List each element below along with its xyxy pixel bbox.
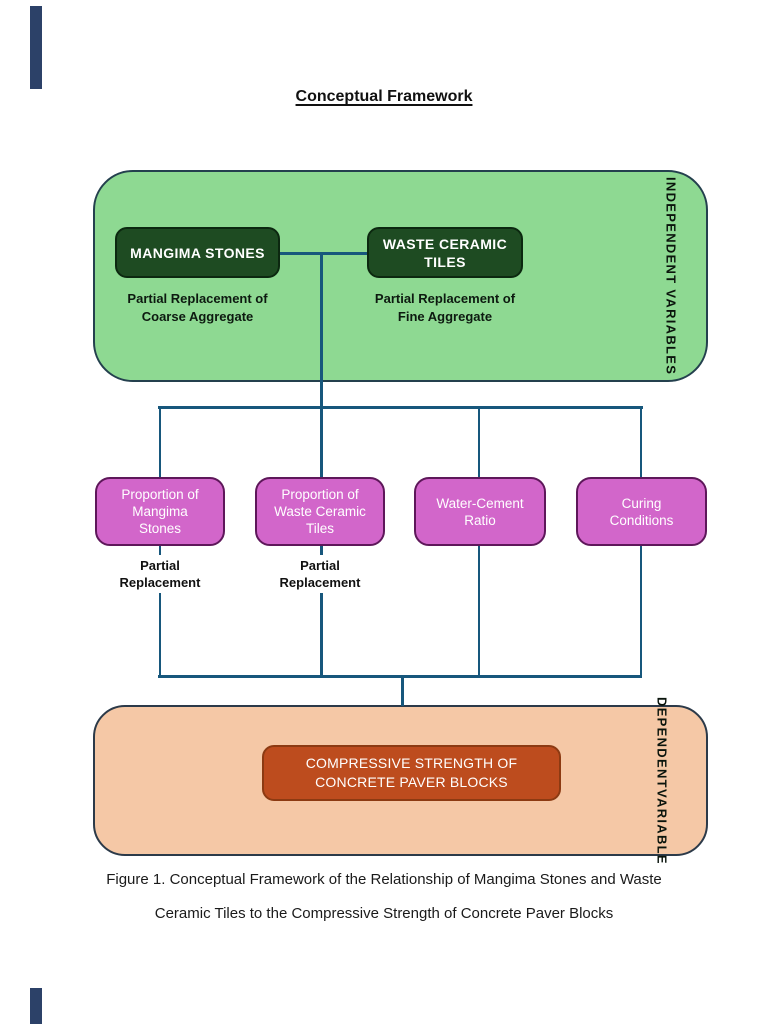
- factor1-sublabel: Partial Replacement: [95, 555, 225, 593]
- node-mangima-stones-label: MANGIMA STONES: [130, 244, 265, 261]
- node-mangima-stones: MANGIMA STONES: [115, 227, 280, 278]
- connector-drop-factor3: [478, 406, 480, 477]
- mangima-sublabel: Partial Replacement of Coarse Aggregate: [127, 291, 268, 324]
- factor2-sublabel: Partial Replacement: [255, 555, 385, 593]
- factor-water-cement-ratio: Water-Cement Ratio: [414, 477, 546, 546]
- page-title: Conceptual Framework: [0, 88, 768, 106]
- factor-curing-conditions-label: Curing Conditions: [609, 495, 674, 528]
- factor-proportion-mangima: Proportion of Mangima Stones: [95, 477, 225, 546]
- page-edge-marker-top: [30, 6, 42, 89]
- independent-variables-side-label: INDEPENDENT VARIABLES: [663, 176, 679, 376]
- dependent-side-label-line1: DEPENDENT: [654, 696, 670, 789]
- connector-upper-horizontal: [158, 406, 643, 409]
- factor-proportion-mangima-label: Proportion of Mangima Stones: [121, 487, 199, 536]
- node-compressive-strength: COMPRESSIVE STRENGTH OF CONCRETE PAVER B…: [262, 745, 561, 801]
- factor-water-cement-ratio-label: Water-Cement Ratio: [436, 495, 524, 528]
- connector-down-factor1: [159, 546, 161, 677]
- connector-stub-dependent: [401, 675, 404, 706]
- dependent-variable-side-label: DEPENDENT VARIABLE: [638, 697, 686, 865]
- dependent-side-label-line2: VARIABLE: [654, 788, 670, 865]
- connector-main-vertical: [320, 254, 323, 477]
- page-title-text: Conceptual Framework: [295, 88, 473, 105]
- connector-drop-factor1: [159, 406, 161, 477]
- connector-down-factor2: [320, 546, 323, 677]
- connector-drop-factor4: [640, 406, 642, 477]
- factor-proportion-ceramic: Proportion of Waste Ceramic Tiles: [255, 477, 385, 546]
- factor-curing-conditions: Curing Conditions: [576, 477, 707, 546]
- figure-caption-line1: Figure 1. Conceptual Framework of the Re…: [106, 871, 662, 888]
- factor-proportion-ceramic-label: Proportion of Waste Ceramic Tiles: [274, 487, 366, 536]
- node-waste-ceramic-tiles-label: WASTE CERAMIC TILES: [382, 235, 508, 270]
- connector-mangima-ceramic: [280, 252, 367, 255]
- node-waste-ceramic-tiles: WASTE CERAMIC TILES: [367, 227, 523, 278]
- connector-down-factor4: [640, 546, 642, 677]
- ceramic-sublabel: Partial Replacement of Fine Aggregate: [374, 291, 516, 324]
- page-edge-marker-bottom: [30, 988, 42, 1024]
- node-compressive-strength-label: COMPRESSIVE STRENGTH OF CONCRETE PAVER B…: [305, 755, 518, 790]
- connector-down-factor3: [478, 546, 480, 677]
- connector-lower-horizontal: [158, 675, 642, 678]
- figure-caption-line2: Ceramic Tiles to the Compressive Strengt…: [154, 905, 614, 922]
